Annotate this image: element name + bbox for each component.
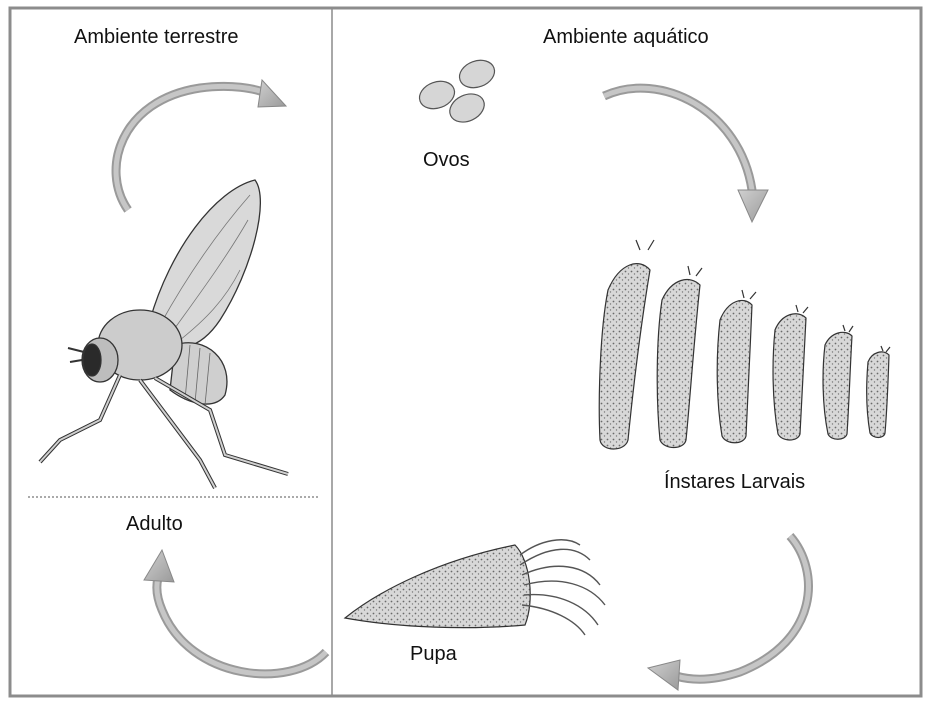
larva-instar-4 (773, 305, 808, 440)
cycle-arrow-icon (144, 550, 326, 674)
terrestrial-environment-label: Ambiente terrestre (74, 26, 239, 49)
larva-instar-5 (823, 325, 853, 439)
larva-instar-3 (717, 290, 756, 443)
larva-instar-6 (867, 346, 890, 438)
larval-instars-label: Ínstares Larvais (664, 471, 805, 494)
adult-label: Adulto (126, 513, 183, 536)
cycle-arrow-icon (116, 80, 286, 210)
cycle-arrow-icon (604, 88, 768, 222)
larval-instars-illustration (599, 240, 890, 449)
pupa-label: Pupa (410, 643, 457, 666)
cycle-arrow-icon (648, 536, 808, 690)
aquatic-environment-label: Ambiente aquático (543, 26, 709, 49)
eggs-illustration (416, 56, 499, 128)
larva-instar-1 (599, 240, 654, 449)
pupa-illustration (345, 540, 605, 635)
eggs-label: Ovos (423, 149, 470, 172)
adult-fly-illustration (40, 180, 288, 488)
larva-instar-2 (657, 266, 702, 448)
